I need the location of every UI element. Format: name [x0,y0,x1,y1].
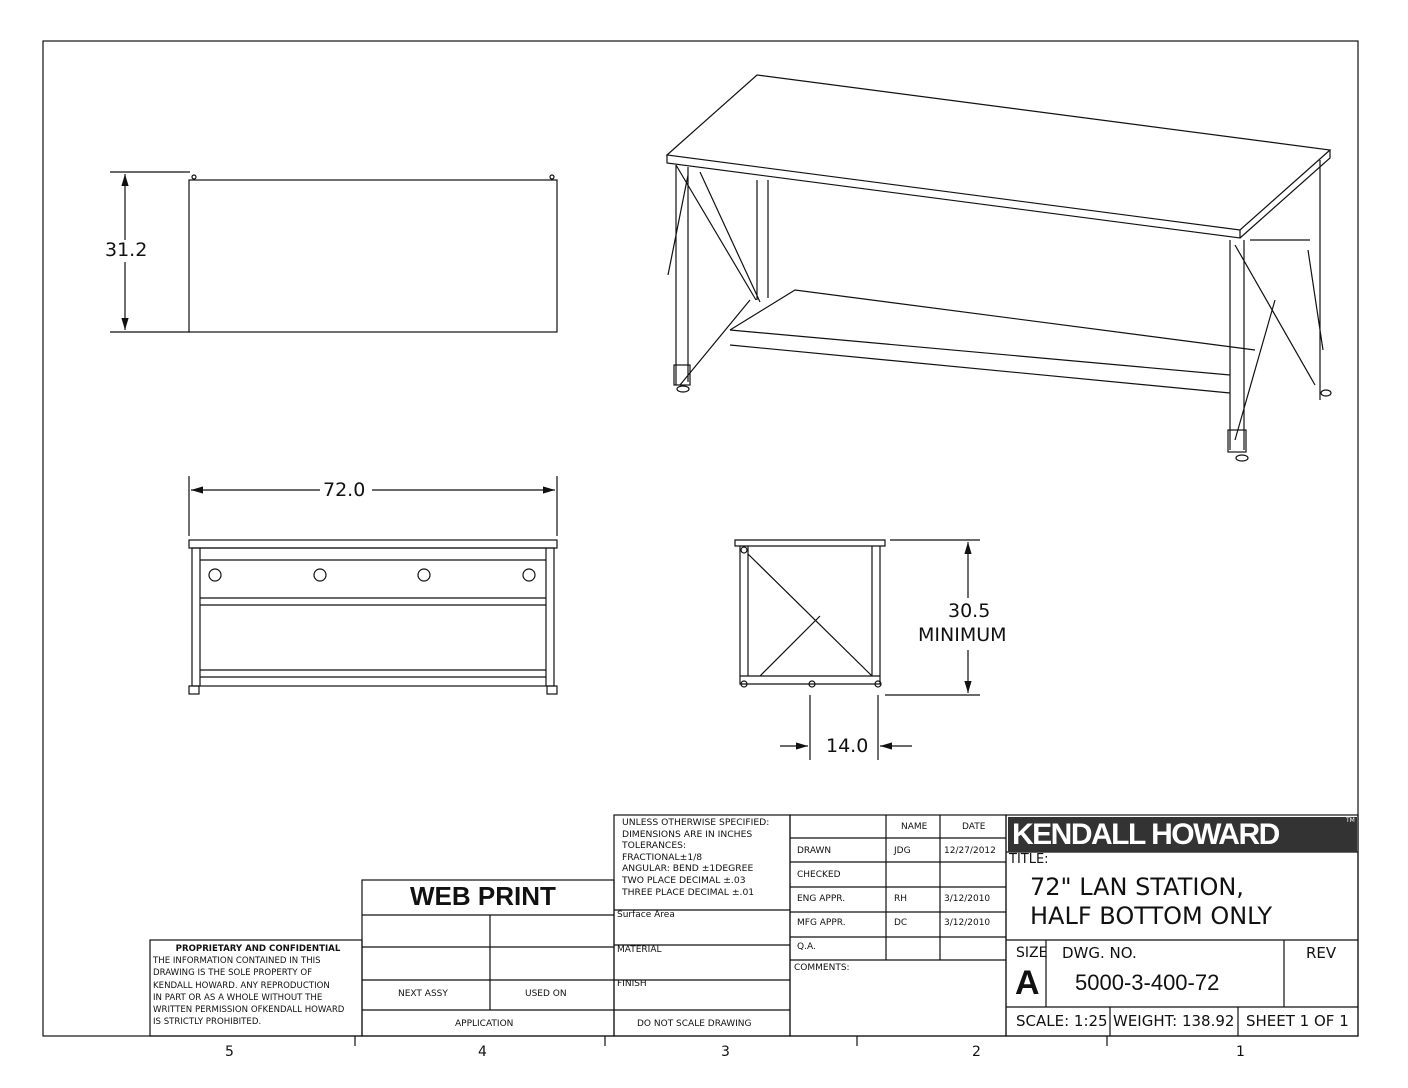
zone-label: 3 [721,1044,730,1060]
zone-label: 5 [225,1044,234,1060]
zone-ticks [354,1036,1108,1046]
notice-line: THE INFORMATION CONTAINED IN THIS [153,956,321,967]
notice-line: IN PART OR AS A WHOLE WITHOUT THE [153,992,323,1003]
approval-date: 3/12/2010 [944,918,991,928]
approval-name: RH [894,894,908,904]
top-view [110,171,558,333]
notice-line: IS STRICTLY PROHIBITED. [153,1017,262,1028]
approval-role: DRAWN [797,846,832,856]
web-print-label: WEB PRINT [410,881,556,911]
sheet-number: SHEET 1 OF 1 [1246,1012,1349,1030]
sheet-size: A [1015,964,1040,1002]
tolerance-line: TOLERANCES: [622,840,687,852]
tolerance-line: FRACTIONAL±1/8 [622,851,703,863]
approval-date: 3/12/2010 [944,894,991,904]
surface-area-label: Surface Area [617,910,675,920]
depth-dimension: 14.0 [826,735,869,757]
company-name: KENDALL HOWARD [1012,818,1280,851]
no-scale-note: DO NOT SCALE DRAWING [637,1019,752,1029]
approval-role: CHECKED [797,870,841,880]
scale: SCALE: 1:25 [1016,1012,1108,1030]
company-logo: KENDALL HOWARD [1008,817,1357,852]
zone-label: 4 [478,1044,487,1060]
side-height-note: MINIMUM [918,624,1007,646]
comments-label: COMMENTS: [794,963,850,973]
approval-role: MFG APPR. [797,918,846,928]
zone-label: 2 [972,1044,981,1060]
notice-line: DRAWING IS THE SOLE PROPERTY OF [153,968,313,979]
used-on-label: USED ON [525,989,567,999]
isometric-view [665,74,1332,462]
weight: WEIGHT: 138.92 [1113,1012,1235,1030]
notice-line: WRITTEN PERMISSION OFKENDALL HOWARD [153,1005,345,1016]
rev-label: REV [1306,944,1337,962]
title-block-lines [149,814,1359,1037]
application-label: APPLICATION [455,1019,514,1029]
date-header: DATE [962,822,986,832]
next-assy-label: NEXT ASSY [398,989,448,999]
tolerance-line: DIMENSIONS ARE IN INCHES [622,828,753,840]
material-label: MATERIAL [617,945,662,955]
approval-date: 12/27/2012 [944,846,996,856]
tolerance-line: TWO PLACE DECIMAL ±.03 [622,874,746,886]
approval-role: ENG APPR. [797,894,846,904]
tolerance-line: ANGULAR: BEND ±1DEGREE [622,863,754,875]
dwg-no-label: DWG. NO. [1062,944,1137,962]
tolerance-line: UNLESS OTHERWISE SPECIFIED: [622,817,770,828]
zone-label: 1 [1236,1044,1245,1060]
height-dimension: 31.2 [105,239,148,261]
front-view [188,476,558,695]
tolerances-notes: UNLESS OTHERWISE SPECIFIED: DIMENSIONS A… [622,817,769,898]
trademark: TM [1346,817,1355,824]
title-label: TITLE: [1009,852,1049,867]
finish-label: FINISH [617,979,647,989]
approval-name: JDG [894,846,911,856]
name-header: NAME [901,822,928,832]
drawing-title-line1: 72" LAN STATION, [1030,873,1244,901]
proprietary-notice: PROPRIETARY AND CONFIDENTIAL THE INFORMA… [153,943,363,1028]
drawing-title-line2: HALF BOTTOM ONLY [1030,902,1273,930]
approval-name: DC [894,918,908,928]
side-view [734,539,980,760]
side-height-dimension: 30.5 [948,600,991,622]
size-label: SIZE [1016,945,1048,961]
drawing-number: 5000-3-400-72 [1075,970,1220,995]
proprietary-heading: PROPRIETARY AND CONFIDENTIAL [175,944,341,954]
width-dimension: 72.0 [323,479,366,501]
notice-line: KENDALL HOWARD. ANY REPRODUCTION [153,980,330,991]
approval-role: Q.A. [797,942,816,952]
tolerance-line: THREE PLACE DECIMAL ±.01 [622,886,755,898]
